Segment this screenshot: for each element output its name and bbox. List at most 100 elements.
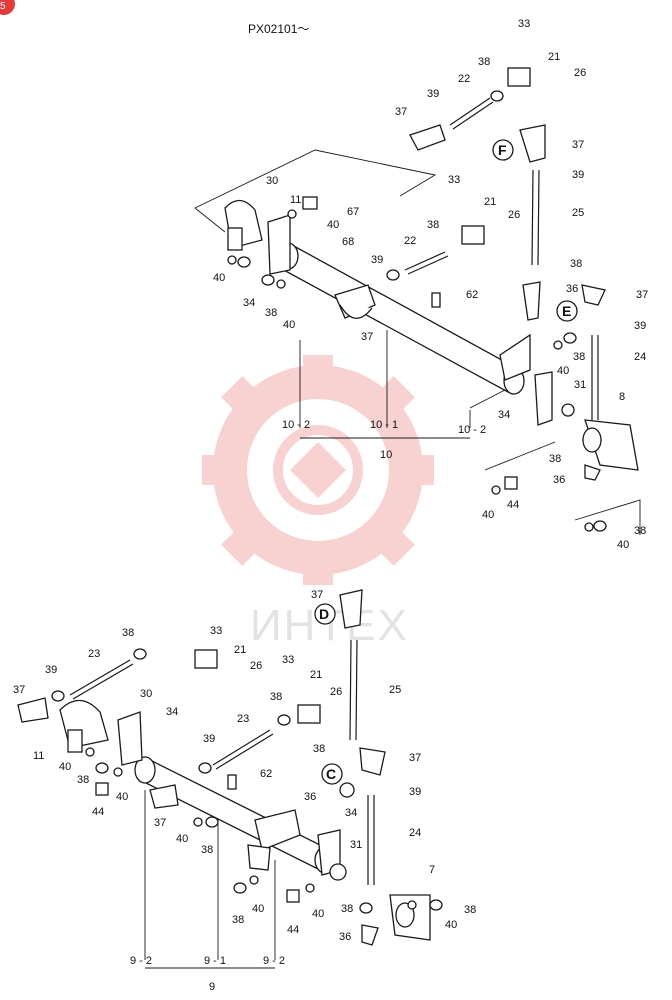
callout-c-label: C — [326, 766, 336, 782]
part-label: 38 — [122, 627, 134, 639]
part-label: 25 — [572, 207, 584, 219]
callout-e — [556, 300, 578, 322]
part-label: 38 — [634, 525, 646, 537]
part-label: 22 — [458, 73, 470, 85]
part-label: 37 — [361, 331, 373, 343]
part-label: 11 — [33, 750, 44, 762]
watermark-gear-logo — [202, 355, 434, 585]
part-label: 40 — [557, 365, 569, 377]
part-label: 10 - 1 — [370, 419, 398, 431]
part-label: 10 — [380, 449, 392, 461]
corner-badge — [0, 0, 15, 15]
callout-markers: F E D C — [314, 139, 578, 785]
part-label: 38 — [313, 743, 325, 755]
part-label: 40 — [617, 539, 629, 551]
part-label: 37 — [395, 106, 407, 118]
part-label: 67 — [347, 206, 359, 218]
part-label: 21 — [310, 669, 322, 681]
part-label: 24 — [409, 827, 421, 839]
part-label: 22 — [404, 235, 416, 247]
part-label: 40 — [445, 919, 457, 931]
part-label: 39 — [572, 169, 584, 181]
part-label: 38 — [232, 914, 244, 926]
part-label: 33 — [210, 625, 222, 637]
part-label: 21 — [548, 51, 560, 63]
callout-d — [314, 603, 336, 625]
part-label: 68 — [342, 236, 354, 248]
part-label: 39 — [45, 664, 57, 676]
upper-assembly — [194, 67, 641, 535]
part-label: 39 — [203, 733, 215, 745]
serial-range: PX02101～ — [248, 22, 309, 36]
part-label: 9 - 1 — [204, 955, 226, 967]
part-label: 39 — [409, 786, 421, 798]
part-label: 31 — [574, 379, 586, 391]
part-label: 37 — [636, 289, 648, 301]
part-label: 33 — [448, 174, 460, 186]
part-label: 9 - 2 — [130, 955, 152, 967]
part-label: 36 — [553, 474, 565, 486]
part-label: 11 — [290, 194, 301, 206]
part-label: 26 — [250, 660, 262, 672]
part-label: 40 — [252, 903, 264, 915]
part-label: 38 — [549, 453, 561, 465]
part-label: 37 — [13, 684, 25, 696]
part-label: 34 — [243, 297, 255, 309]
lower-part-labels: 37 33 38 21 26 23 39 33 21 25 37 30 26 3… — [13, 589, 476, 993]
part-label: 40 — [283, 319, 295, 331]
part-label: 40 — [59, 761, 71, 773]
part-label: 38 — [201, 844, 213, 856]
part-label: 38 — [427, 219, 439, 231]
part-label: 30 — [266, 175, 278, 187]
part-label: 9 — [209, 981, 215, 993]
part-label: 38 — [270, 691, 282, 703]
callout-f-label: F — [498, 142, 507, 158]
part-label: 40 — [327, 219, 339, 231]
part-label: 38 — [573, 351, 585, 363]
callout-c — [321, 763, 343, 785]
part-label: 25 — [389, 684, 401, 696]
part-label: 37 — [572, 139, 584, 151]
part-label: 37 — [311, 589, 323, 601]
part-label: 9 - 2 — [263, 955, 285, 967]
upper-part-labels: 33 21 26 38 22 39 37 37 39 30 11 67 40 6… — [213, 18, 648, 551]
callout-e-label: E — [562, 303, 571, 319]
part-label: 8 — [619, 391, 625, 403]
part-label: 40 — [482, 509, 494, 521]
part-label: 38 — [478, 56, 490, 68]
part-label: 21 — [484, 196, 496, 208]
part-label: 33 — [282, 654, 294, 666]
part-label: 36 — [304, 791, 316, 803]
part-label: 38 — [464, 904, 476, 916]
corner-badge-label: 5 — [0, 1, 6, 12]
part-label: 37 — [409, 752, 421, 764]
callout-d-label: D — [319, 606, 329, 622]
part-label: 24 — [634, 351, 646, 363]
part-label: 33 — [518, 18, 530, 30]
part-label: 38 — [341, 903, 353, 915]
part-label: 7 — [429, 864, 435, 876]
part-label: 26 — [574, 67, 586, 79]
part-label: 34 — [166, 706, 178, 718]
part-label: 34 — [345, 807, 357, 819]
part-label: 37 — [154, 817, 166, 829]
lower-assembly — [17, 589, 443, 969]
part-label: 21 — [234, 644, 246, 656]
callout-f — [492, 139, 514, 161]
part-label: 40 — [312, 908, 324, 920]
part-label: 38 — [570, 258, 582, 270]
part-label: 36 — [566, 283, 578, 295]
part-label: 62 — [466, 289, 478, 301]
part-label: 44 — [287, 924, 299, 936]
part-label: 38 — [265, 307, 277, 319]
part-label: 38 — [77, 774, 89, 786]
part-label: 30 — [140, 688, 152, 700]
part-label: 44 — [92, 806, 104, 818]
part-label: 62 — [260, 768, 272, 780]
part-label: 34 — [498, 409, 510, 421]
part-label: 23 — [237, 713, 249, 725]
part-label: 23 — [88, 648, 100, 660]
part-label: 10 - 2 — [282, 419, 310, 431]
